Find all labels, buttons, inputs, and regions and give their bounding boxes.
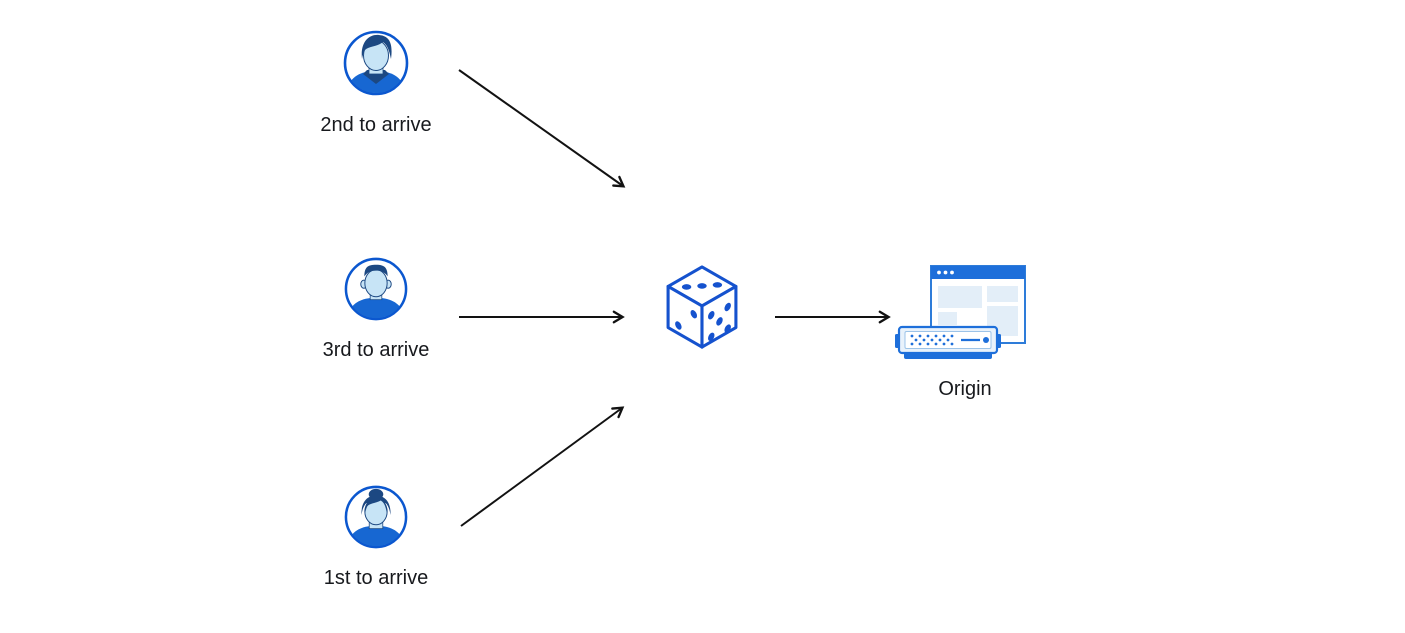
node-origin: Origin [892,265,1038,400]
origin-server-icon [892,265,1038,363]
dice-icon [666,265,738,349]
node-label: 3rd to arrive [322,339,430,361]
node-label: Origin [938,378,992,400]
user-male-avatar-icon [343,30,409,96]
browser-window-icon [930,265,1026,344]
server-appliance-icon [895,325,1001,359]
user-male-flattop-avatar-icon [344,257,408,321]
node-label: 1st to arrive [323,567,429,589]
node-label: 2nd to arrive [320,114,432,136]
arrow-second-to-dice [458,69,626,188]
node-user-second: 2nd to arrive [296,30,456,136]
arrow-first-to-dice [460,406,625,527]
node-user-third: 3rd to arrive [296,257,456,361]
user-female-avatar-icon [344,485,408,549]
node-user-first: 1st to arrive [296,485,456,589]
node-random-selector [665,263,739,351]
